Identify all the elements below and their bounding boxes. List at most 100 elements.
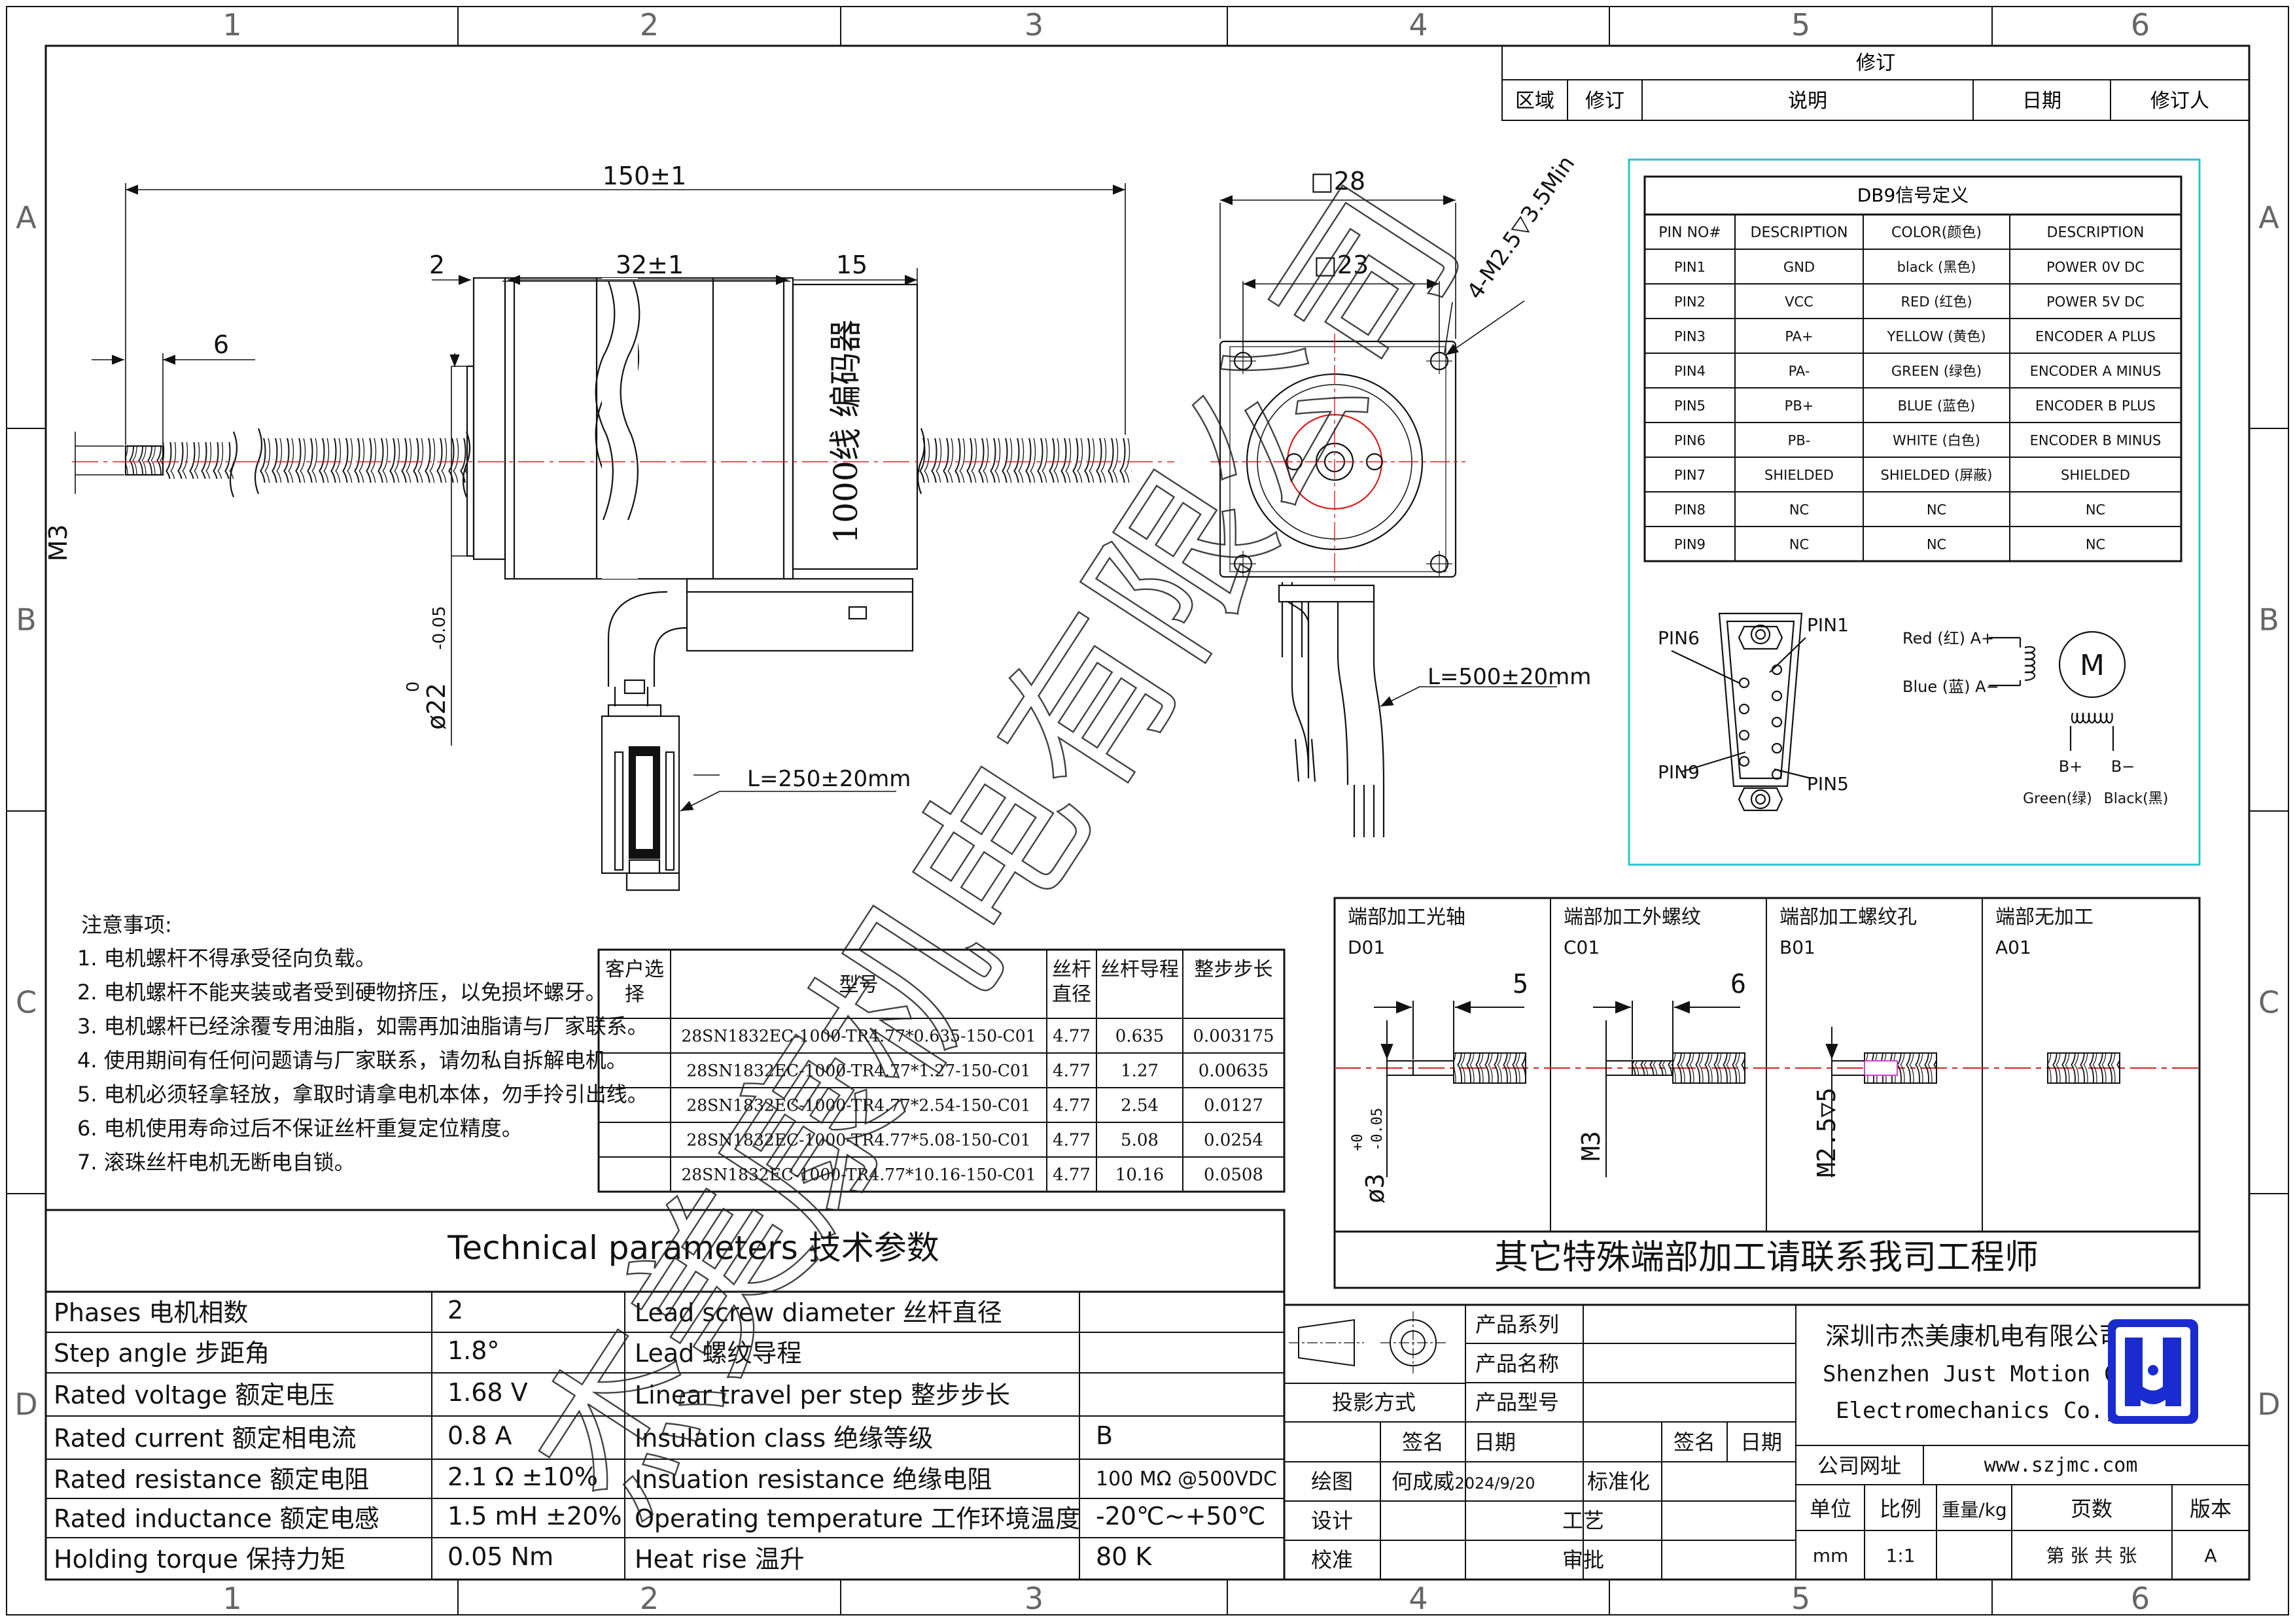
tech-right-label: Insulation class 绝缘等级	[635, 1424, 933, 1453]
model-cell: 0.003175	[1193, 1027, 1274, 1046]
db9-cell: RED (红色)	[1901, 294, 1972, 310]
db9-cell: NC	[1789, 537, 1809, 553]
tech-left-value: 2.1 Ω ±10%	[447, 1462, 598, 1491]
end-cell-code: C01	[1564, 937, 1600, 958]
db9-cell: PB-	[1788, 433, 1811, 449]
tb-company-cn: 深圳市杰美康机电有限公司	[1825, 1322, 2124, 1351]
db9-cell: SHIELDED	[2061, 468, 2130, 483]
db9-cell: black (黑色)	[1897, 260, 1976, 275]
zone-row-left-C: C	[16, 985, 37, 1020]
end-machining-footer: 其它特殊端部加工请联系我司工程师	[1494, 1238, 2039, 1277]
zone-col-bottom-5: 5	[1791, 1581, 1810, 1616]
note-item: 1. 电机螺杆不得承受径向负载。	[77, 946, 376, 971]
model-cell: 2.54	[1121, 1096, 1159, 1116]
zone-col-top-5: 5	[1791, 7, 1810, 43]
db9-cell: NC	[2086, 502, 2105, 518]
db9-cell: YELLOW (黄色)	[1886, 329, 1986, 345]
db9-cell: WHITE (白色)	[1893, 433, 1980, 449]
model-cell: 4.77	[1053, 1096, 1091, 1116]
zone-col-top-1: 1	[222, 7, 241, 43]
tb-sign: 签名	[1402, 1430, 1444, 1455]
tech-right-label: Heat rise 温升	[635, 1545, 805, 1574]
tech-left-value: 2	[447, 1296, 463, 1324]
db9-cell: NC	[1789, 502, 1809, 518]
db9-cell: POWER 5V DC	[2046, 294, 2145, 310]
tb-website: www.szjmc.com	[1984, 1454, 2138, 1477]
db9-label-pin1: PIN1	[1807, 614, 1849, 636]
model-cell: 4.77	[1053, 1062, 1091, 1081]
tb-name: 产品名称	[1475, 1351, 1559, 1376]
tb-version-val: A	[2204, 1545, 2216, 1566]
db9-cell: PA+	[1785, 329, 1813, 345]
rev-header-desc: 说明	[1788, 90, 1827, 112]
tech-left-label: Rated voltage 额定电压	[54, 1381, 334, 1409]
model-cell: 28SN1832EC-1000-TR4.77*2.54-150-C01	[686, 1096, 1030, 1115]
tech-right-label: Linear travel per step 整步步长	[635, 1381, 1010, 1409]
db9-label-pin5: PIN5	[1807, 773, 1849, 795]
note-item: 4. 使用期间有任何问题请与厂家联系，请勿私自拆解电机。	[77, 1048, 627, 1073]
db9-cell: NC	[2086, 537, 2105, 553]
tb-draw-date: 2024/9/20	[1454, 1474, 1535, 1493]
rev-header-date: 日期	[2022, 90, 2061, 112]
db9-header-2: COLOR(颜色)	[1891, 225, 1982, 241]
dim-23: □23	[1314, 251, 1369, 279]
revision-title: 修订	[1856, 52, 1895, 75]
tb-process: 工艺	[1562, 1508, 1604, 1533]
tb-approve: 审批	[1562, 1547, 1604, 1572]
cable-length-250: L=250±20mm	[747, 766, 911, 792]
model-cell: 4.77	[1053, 1027, 1091, 1046]
tech-left-label: Rated current 额定相电流	[54, 1424, 357, 1453]
model-header-4: 整步步长	[1194, 958, 1273, 981]
tech-right-value: 100 MΩ @500VDC	[1096, 1468, 1277, 1491]
zone-col-bottom-6: 6	[2131, 1581, 2150, 1616]
title-block: 投影方式 产品系列 产品名称 产品型号 签名 日期 签名 日期 绘图 何成威 2…	[1283, 1304, 2251, 1581]
zone-col-top-3: 3	[1025, 7, 1043, 43]
db9-cell: PA-	[1789, 364, 1810, 379]
tech-right-label: Insuation resistance 绝缘电阻	[635, 1465, 992, 1494]
db9-cell: ENCODER A PLUS	[2035, 329, 2156, 345]
tb-draw: 绘图	[1311, 1469, 1353, 1494]
end-cell-dim-top: 5	[1513, 969, 1528, 999]
model-cell: 28SN1832EC-1000-TR4.77*0.635-150-C01	[681, 1027, 1036, 1046]
model-header-0: 客户选择	[605, 958, 664, 1006]
db9-header-1: DESCRIPTION	[1751, 225, 1848, 241]
model-cell: 0.00635	[1199, 1062, 1269, 1081]
tb-pages: 页数	[2071, 1496, 2112, 1521]
notes-title: 注意事项:	[81, 912, 172, 937]
note-item: 7. 滚珠丝杆电机无断电自锁。	[77, 1150, 355, 1175]
tech-right-value: -20℃~+50℃	[1096, 1502, 1265, 1530]
end-cell-title: 端部加工螺纹孔	[1779, 906, 1917, 929]
note-item: 3. 电机螺杆已经涂覆专用油脂，如需再加油脂请与厂家联系。	[77, 1014, 648, 1039]
tb-date2: 日期	[1740, 1430, 1782, 1455]
dim-encoder: 15	[836, 251, 867, 279]
motor-label-bminus: B−	[2111, 757, 2135, 776]
end-cell-code: A01	[1995, 937, 2031, 958]
tb-version: 版本	[2190, 1496, 2232, 1521]
note-item: 6. 电机使用寿命过后不保证丝杆重复定位精度。	[77, 1116, 523, 1141]
tb-company-en2: Electromechanics Co.,LTD	[1836, 1398, 2157, 1424]
db9-cell: PIN1	[1674, 260, 1706, 275]
zone-row-left-B: B	[16, 602, 37, 638]
tb-unit: 单位	[1810, 1496, 1851, 1521]
model-header-3: 丝杆导程	[1100, 958, 1179, 981]
motor-label-bplus: B+	[2059, 757, 2083, 776]
db9-cell: BLUE (蓝色)	[1898, 398, 1976, 414]
db9-title: DB9信号定义	[1857, 184, 1969, 206]
model-cell: 0.0254	[1204, 1131, 1263, 1150]
tech-right-value: B	[1096, 1421, 1113, 1450]
db9-cell: ENCODER A MINUS	[2030, 364, 2162, 379]
company-logo	[2108, 1319, 2198, 1424]
zone-row-left-D: D	[14, 1387, 37, 1422]
db9-cell: PIN5	[1674, 398, 1706, 414]
end-cell-title: 端部加工外螺纹	[1564, 906, 1701, 929]
model-cell: 0.635	[1115, 1027, 1164, 1046]
end-cell-dim-top: 6	[1730, 969, 1746, 999]
end-machining: 端部加工光轴D015ø3+0-0.05端部加工外螺纹C016M3端部加工螺纹孔B…	[1333, 897, 2201, 1289]
zone-col-top-6: 6	[2131, 7, 2150, 43]
zone-col-top-2: 2	[640, 7, 659, 43]
tb-date: 日期	[1474, 1430, 1516, 1455]
model-table: 客户选择型号丝杆直径丝杆导程整步步长28SN1832EC-1000-TR4.77…	[597, 948, 1286, 1193]
db9-cell: SHIELDED	[1764, 468, 1834, 483]
zone-col-bottom-4: 4	[1409, 1581, 1428, 1616]
